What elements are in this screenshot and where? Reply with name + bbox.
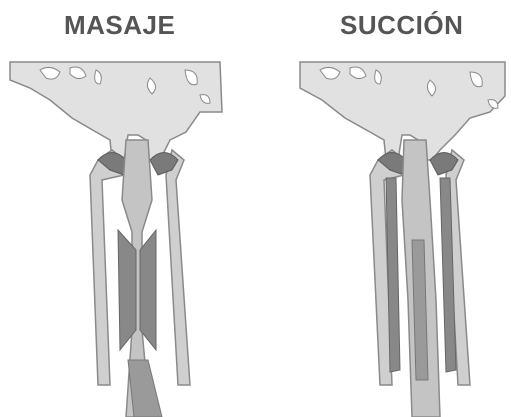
panel-masaje (10, 62, 222, 417)
panel-succion (300, 62, 505, 417)
